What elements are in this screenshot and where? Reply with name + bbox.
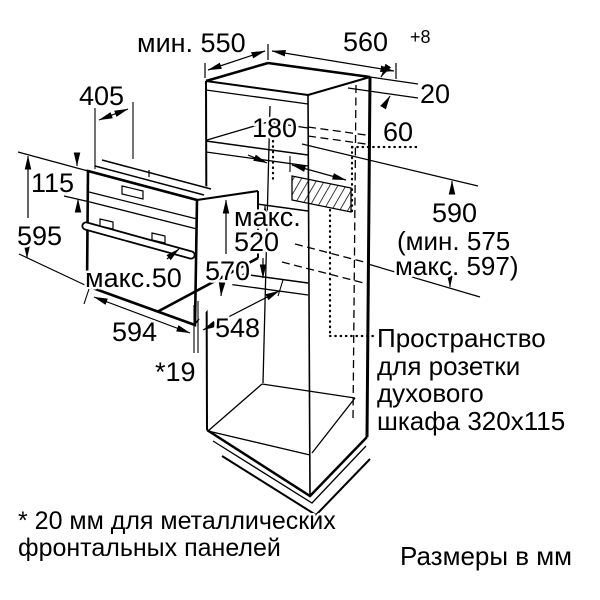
cabinet-outline — [205, 61, 372, 517]
dim-niche-depth: мин. 550 — [135, 26, 269, 78]
dim-niche-width: 560 +8 — [271, 25, 433, 79]
dim-door-max: макс.50 — [83, 248, 184, 296]
dim-niche-height-min: (мин. 575 — [397, 226, 510, 256]
socket-note-line1: Пространство — [377, 323, 546, 353]
dim-oven-depth-label: 548 — [215, 313, 260, 343]
dim-inner-height-label: 570 — [205, 256, 250, 286]
cabinet — [205, 61, 372, 517]
dim-shelf-depth-label: 180 — [252, 113, 297, 143]
dim-niche-height: 590 (мин. 575 макс. 597) — [301, 143, 521, 298]
socket-note-line3: духового — [377, 378, 484, 408]
dim-niche-width-label: 560 — [343, 27, 388, 57]
oven — [81, 159, 259, 327]
dim-oven-height-label: 595 — [17, 221, 62, 251]
dim-niche-inner-max: макс. 520 — [232, 200, 303, 279]
dim-niche-inner-max-word: макс. — [234, 202, 301, 232]
cabinet-interior — [205, 84, 369, 456]
dim-oven-top-depth-label: 405 — [79, 81, 124, 111]
dim-oven-height: 595 — [15, 155, 88, 287]
dim-oven-width: 594 *19 — [83, 288, 199, 390]
socket-note-line2: для розетки — [377, 351, 520, 381]
dim-shelf-depth: 180 — [247, 111, 300, 181]
footnote-line1: * 20 мм для металлических — [18, 507, 336, 535]
notes: * 20 мм для металлических фронтальных па… — [16, 505, 575, 574]
dim-control-panel-height: 115 — [17, 151, 91, 213]
dim-oven-depth: 548 — [202, 279, 284, 346]
dim-back-top-gap-label: 20 — [420, 79, 450, 109]
dim-door-protrusion-label: *19 — [155, 357, 196, 387]
dim-vent-width — [289, 156, 347, 181]
dim-oven-width-label: 594 — [112, 317, 157, 347]
dim-niche-depth-label: мин. 550 — [137, 28, 246, 58]
socket-note-line4: шкафа 320x115 — [377, 406, 565, 436]
dim-back-top-gap: 20 — [347, 63, 453, 112]
dim-niche-inner-max-value: 520 — [234, 227, 279, 257]
dim-door-max-label: макс.50 — [85, 263, 182, 293]
oven-door-front — [85, 169, 199, 327]
dim-control-panel-height-label: 115 — [31, 168, 74, 198]
dim-niche-height-max: макс. 597) — [395, 251, 519, 281]
vent-cutout-hatch — [291, 175, 352, 213]
dim-niche-height-label: 590 — [432, 198, 477, 228]
dimension-annotations: мин. 550 560 +8 20 60 180 — [15, 25, 568, 439]
dim-niche-width-tolerance: +8 — [410, 27, 431, 47]
dim-socket-offset-label: 60 — [383, 117, 413, 147]
dim-socket-offset: 60 — [350, 115, 422, 150]
units-note: Размеры в мм — [400, 541, 572, 571]
footnote-line2: фронтальных панелей — [18, 534, 281, 562]
dim-oven-top-depth: 405 — [77, 79, 134, 169]
dim-inner-height: 570 — [203, 199, 253, 297]
control-display — [121, 185, 144, 200]
socket-space-note: Пространство для розетки духового шкафа … — [328, 145, 568, 439]
